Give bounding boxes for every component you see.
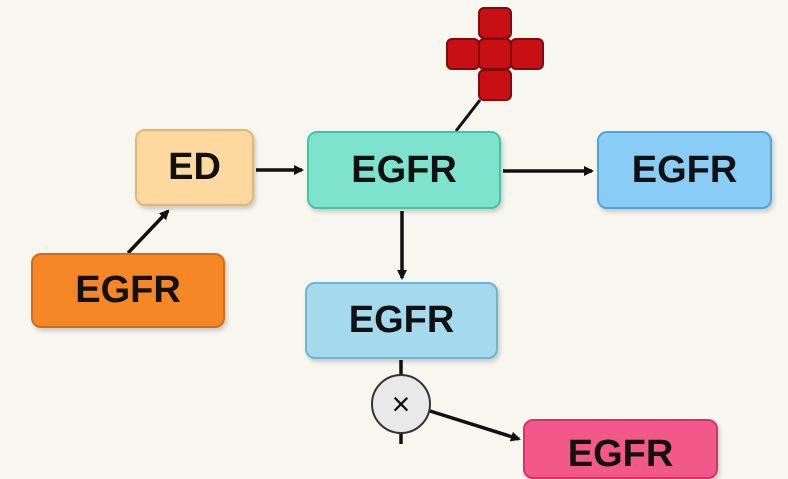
pathway-diagram: ED EGFR EGFR EGFR EGFR EGFR ×	[31, 7, 772, 479]
egfr-light-blue-node-label: EGFR	[348, 299, 455, 341]
ligand-connector-line	[454, 99, 482, 132]
arrow-orange-to-ed	[126, 209, 170, 255]
ed-node-label: ED	[168, 146, 221, 188]
egfr-blue-right-node-label: EGFR	[631, 148, 738, 191]
egfr-blue-right-node: EGFR	[597, 131, 772, 209]
connector-layer	[126, 7, 594, 444]
ligand-icon	[446, 7, 544, 101]
egfr-pink-node-label: EGFR	[567, 433, 674, 475]
egfr-pink-node: EGFR	[523, 419, 718, 479]
egfr-teal-node: EGFR	[307, 131, 501, 209]
egfr-orange-node: EGFR	[31, 253, 225, 328]
arrow-inhibitor-to-pink	[429, 409, 521, 442]
egfr-light-blue-node: EGFR	[305, 282, 498, 359]
inhibition-icon: ×	[371, 374, 431, 434]
egfr-teal-node-label: EGFR	[351, 148, 457, 191]
egfr-orange-node-label: EGFR	[75, 269, 181, 311]
ed-node: ED	[135, 129, 254, 206]
inhibition-symbol: ×	[391, 385, 411, 422]
